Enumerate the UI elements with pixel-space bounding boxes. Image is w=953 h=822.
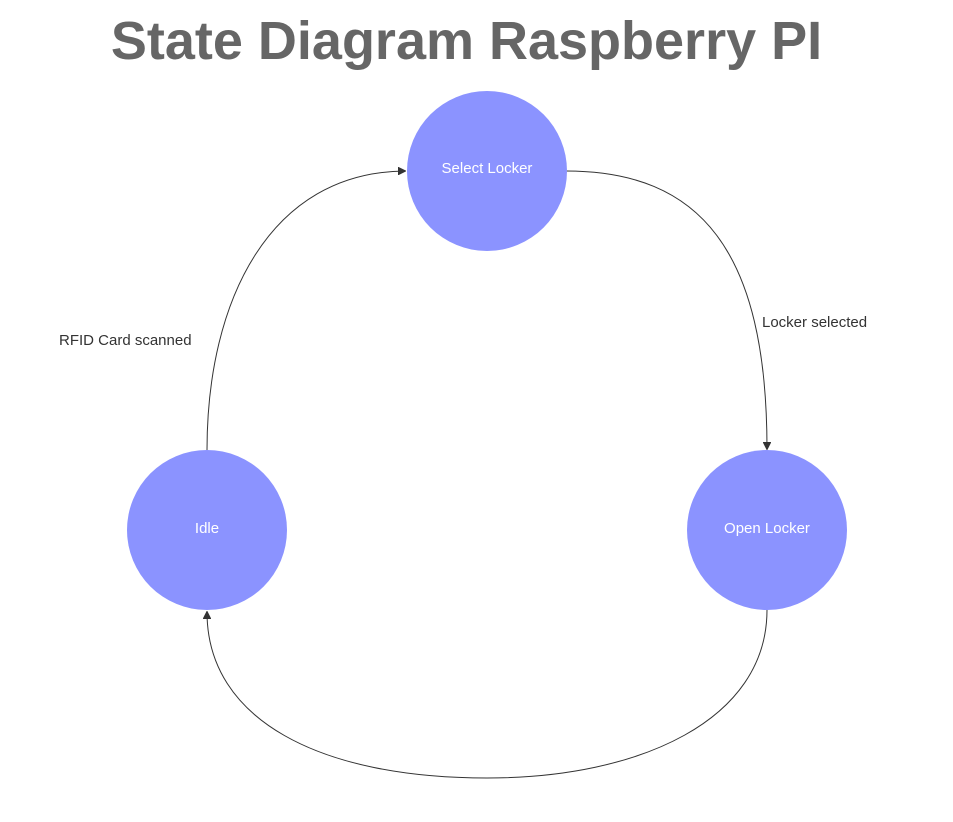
state-label-open-locker: Open Locker	[724, 520, 810, 537]
page-title: State Diagram Raspberry PI	[110, 11, 823, 71]
state-circle-idle	[127, 450, 287, 610]
edge-select-to-open	[565, 170, 767, 449]
edge-open-to-idle	[207, 609, 768, 779]
state-circle-open-locker	[687, 450, 847, 610]
state-open-locker[interactable]: Open Locker	[687, 450, 847, 610]
state-label-idle: Idle	[195, 520, 219, 537]
state-select-locker[interactable]: Select Locker	[407, 91, 567, 251]
edge-idle-to-select	[206, 171, 405, 451]
transition-select-to-open: Locker selected	[565, 170, 867, 449]
edge-label-locker-selected: Locker selected	[762, 314, 867, 331]
edge-label-rfid-card-scanned: RFID Card scanned	[59, 332, 192, 349]
state-label-select-locker: Select Locker	[442, 160, 533, 177]
transition-idle-to-select: RFID Card scanned	[59, 171, 405, 451]
state-circle-select-locker	[407, 91, 567, 251]
state-idle[interactable]: Idle	[127, 450, 287, 610]
transition-open-to-idle	[207, 609, 768, 779]
